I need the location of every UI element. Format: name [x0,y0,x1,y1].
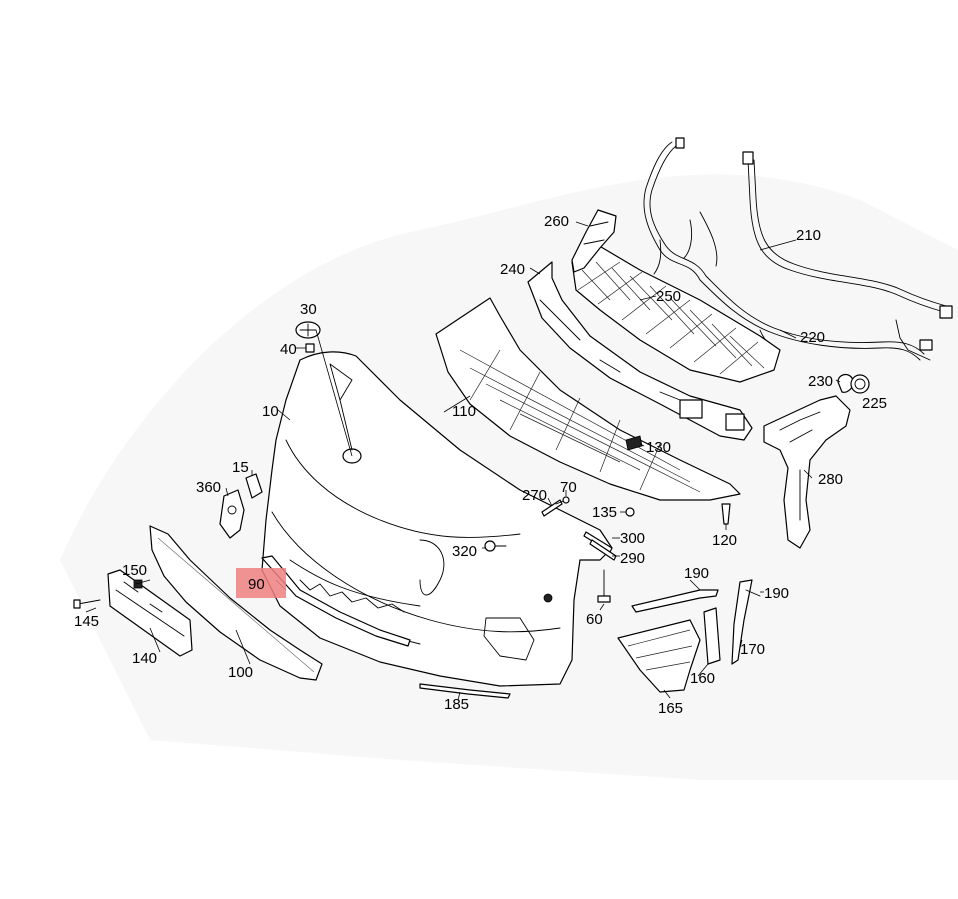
callout-30[interactable]: 30 [300,301,317,318]
callout-300[interactable]: 300 [620,530,645,547]
screw-320[interactable] [484,540,507,552]
callout-185[interactable]: 185 [444,696,469,713]
sensor-230[interactable] [837,373,854,393]
callout-130[interactable]: 130 [646,439,671,456]
highlight-box-90 [236,568,286,598]
bracket-360[interactable] [219,489,245,539]
housing-165[interactable] [617,619,701,693]
clip-130[interactable] [625,435,643,451]
callout-270[interactable]: 270 [522,487,547,504]
clip-150[interactable] [133,579,143,589]
callout-90[interactable]: 90 [248,576,265,593]
callout-135[interactable]: 135 [592,504,617,521]
crossmember-240[interactable] [527,261,753,441]
clip-120[interactable] [721,503,731,525]
callout-190-a[interactable]: 190 [684,565,709,582]
callout-260[interactable]: 260 [544,213,569,230]
license-bracket-140[interactable] [107,569,193,657]
trim-170[interactable] [731,579,753,665]
callout-40[interactable]: 40 [280,341,297,358]
callout-230[interactable]: 230 [808,373,833,390]
screw-145[interactable] [73,599,101,609]
bracket-260[interactable] [571,209,617,273]
air-guide-110[interactable] [435,297,741,501]
callout-210[interactable]: 210 [796,227,821,244]
callout-280[interactable]: 280 [818,471,843,488]
strip-290[interactable] [589,539,617,561]
callout-140[interactable]: 140 [132,650,157,667]
wiring-harness-210[interactable] [643,137,953,361]
callout-240[interactable]: 240 [500,261,525,278]
screw-60[interactable] [597,569,611,603]
callout-250[interactable]: 250 [656,288,681,305]
cap-15[interactable] [245,473,263,499]
callout-60[interactable]: 60 [586,611,603,628]
callout-100[interactable]: 100 [228,664,253,681]
bracket-160[interactable] [703,607,721,665]
callout-160[interactable]: 160 [690,670,715,687]
callout-145[interactable]: 145 [74,613,99,630]
screw-70[interactable] [555,496,570,505]
callout-220[interactable]: 220 [800,329,825,346]
trim-strip-185[interactable] [419,683,511,699]
callout-150[interactable]: 150 [122,562,147,579]
grille-support-250[interactable] [571,243,781,383]
screw-190b[interactable] [745,589,761,597]
callout-10[interactable]: 10 [262,403,279,420]
callout-290[interactable]: 290 [620,550,645,567]
callout-70[interactable]: 70 [560,479,577,496]
callout-190-b[interactable]: 190 [764,585,789,602]
sensor-225[interactable] [850,374,870,394]
leader-lines [85,221,841,701]
trim-strip-90[interactable] [261,555,411,647]
callout-320[interactable]: 320 [452,543,477,560]
clip-40[interactable] [305,343,315,353]
clip-135[interactable] [625,507,635,517]
callout-labels: 30 40 10 15 360 90 150 145 140 100 110 2… [74,213,887,717]
grille-mesh-100[interactable] [149,525,323,681]
callout-170[interactable]: 170 [740,641,765,658]
callout-15[interactable]: 15 [232,459,249,476]
callout-110[interactable]: 110 [452,403,476,420]
bracket-280[interactable] [763,395,851,549]
callout-165[interactable]: 165 [658,700,683,717]
callout-360[interactable]: 360 [196,479,221,496]
callout-225[interactable]: 225 [862,395,887,412]
emblem-30[interactable] [295,321,321,339]
callout-120[interactable]: 120 [712,532,737,549]
